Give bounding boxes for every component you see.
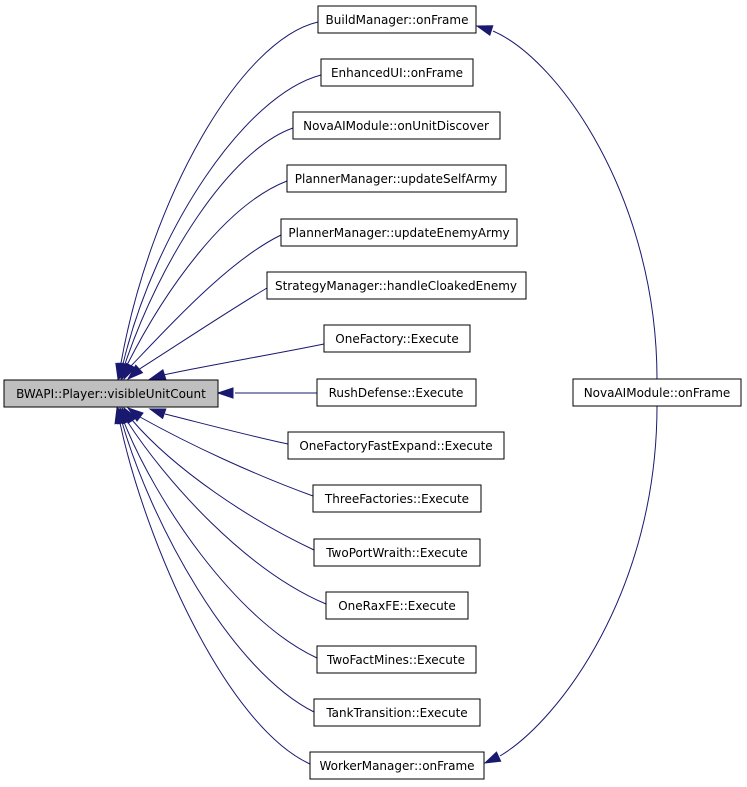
caller-node-label: NovaAIModule::onUnitDiscover (303, 119, 489, 133)
call-graph-edges (114, 21, 658, 765)
arrowhead-icon (216, 387, 234, 399)
caller-node-label: ThreeFactories::Execute (324, 492, 469, 506)
arrowhead-icon (475, 25, 494, 37)
edge-three-factories (126, 407, 314, 497)
arrowhead-icon (114, 406, 126, 425)
edge-handle-cloaked-enemy (126, 287, 268, 381)
edge-on-unit-discover (119, 127, 294, 381)
arrowhead-icon (148, 368, 167, 380)
edge-on-frame-to-build-manager (475, 25, 658, 380)
edge-two-port-wraith (123, 406, 315, 551)
caller-node-label: WorkerManager::onFrame (319, 759, 474, 773)
caller-node-worker-manager-on-frame[interactable]: WorkerManager::onFrame (309, 751, 485, 780)
edge-one-factory-fast-expand-line (164, 413, 289, 445)
caller-node-two-port-wraith-execute[interactable]: TwoPortWraith::Execute (313, 538, 481, 567)
caller-node-strategy-manager-handle-cloaked-enemy[interactable]: StrategyManager::handleCloakedEnemy (266, 271, 527, 300)
edge-update-enemy-army-line (129, 234, 282, 368)
caller-node-planner-manager-update-self-army[interactable]: PlannerManager::updateSelfArmy (286, 164, 507, 193)
edge-worker-manager-line (119, 422, 311, 765)
caller-node-label: RushDefense::Execute (329, 386, 464, 400)
caller-node-label: TankTransition::Execute (325, 706, 467, 720)
edge-three-factories-line (139, 416, 314, 497)
caller-node-label: PlannerManager::updateSelfArmy (295, 172, 498, 186)
edge-on-frame-to-worker-manager-line (499, 405, 658, 757)
edge-one-rax-fe-line (126, 420, 327, 605)
edge-update-self-army-line (126, 180, 288, 366)
caller-node-build-manager-on-frame[interactable]: BuildManager::onFrame (317, 5, 477, 34)
caller-node-one-rax-fe-execute[interactable]: OneRaxFE::Execute (325, 591, 469, 620)
edge-on-frame-to-build-manager-line (492, 30, 658, 380)
caller-node-nova-ai-module-on-unit-discover[interactable]: NovaAIModule::onUnitDiscover (292, 111, 501, 140)
caller-node-label: OneFactory::Execute (335, 332, 458, 346)
edge-on-unit-discover-line (124, 127, 294, 365)
arrowhead-icon (126, 364, 144, 381)
root-node[interactable]: BWAPI::Player::visibleUnitCount (3, 379, 219, 408)
caller-node-two-fact-mines-execute[interactable]: TwoFactMines::Execute (316, 645, 477, 674)
edge-two-port-wraith-line (131, 419, 315, 551)
caller-node-label: PlannerManager::updateEnemyArmy (288, 226, 509, 240)
root-node-label: BWAPI::Player::visibleUnitCount (16, 387, 206, 401)
caller-node-one-factory-fast-expand-execute[interactable]: OneFactoryFastExpand::Execute (287, 431, 505, 460)
arrowhead-icon (123, 362, 137, 381)
edge-enhanced-ui-line (122, 74, 322, 365)
edge-on-frame-to-worker-manager (483, 405, 658, 764)
edge-build-manager-line (120, 21, 319, 364)
caller-node-label: EnhancedUI::onFrame (331, 66, 463, 80)
caller-node-three-factories-execute[interactable]: ThreeFactories::Execute (312, 484, 482, 513)
caller-node-label: OneFactoryFastExpand::Execute (299, 439, 492, 453)
caller-node-label: NovaAIModule::onFrame (584, 386, 731, 400)
arrowhead-icon (483, 751, 502, 764)
caller-node-planner-manager-update-enemy-army[interactable]: PlannerManager::updateEnemyArmy (280, 218, 518, 247)
edge-rush-defense (216, 387, 317, 399)
edge-handle-cloaked-enemy-line (137, 287, 268, 371)
caller-node-label: StrategyManager::handleCloakedEnemy (275, 279, 517, 293)
caller-node-label: TwoPortWraith::Execute (325, 546, 468, 560)
edge-update-enemy-army (123, 234, 282, 381)
caller-node-rush-defense-execute[interactable]: RushDefense::Execute (316, 378, 477, 407)
edge-tank-transition-line (121, 421, 315, 713)
arrowhead-icon (148, 408, 167, 420)
edge-one-factory-fast-expand (148, 408, 289, 445)
caller-node-label: TwoFactMines::Execute (326, 653, 465, 667)
edge-worker-manager (114, 406, 311, 765)
edge-one-factory (148, 343, 325, 380)
edge-one-factory-line (162, 343, 325, 376)
caller-node-one-factory-execute[interactable]: OneFactory::Execute (323, 324, 471, 353)
caller-node-label: BuildManager::onFrame (326, 13, 469, 27)
edge-build-manager (115, 21, 319, 381)
caller-node-nova-ai-module-on-frame[interactable]: NovaAIModule::onFrame (572, 378, 742, 407)
caller-node-label: OneRaxFE::Execute (338, 599, 456, 613)
edge-tank-transition (116, 406, 315, 713)
edge-two-fact-mines-line (123, 421, 318, 659)
caller-node-enhanced-ui-on-frame[interactable]: EnhancedUI::onFrame (320, 58, 474, 87)
caller-node-tank-transition-execute[interactable]: TankTransition::Execute (313, 698, 481, 727)
